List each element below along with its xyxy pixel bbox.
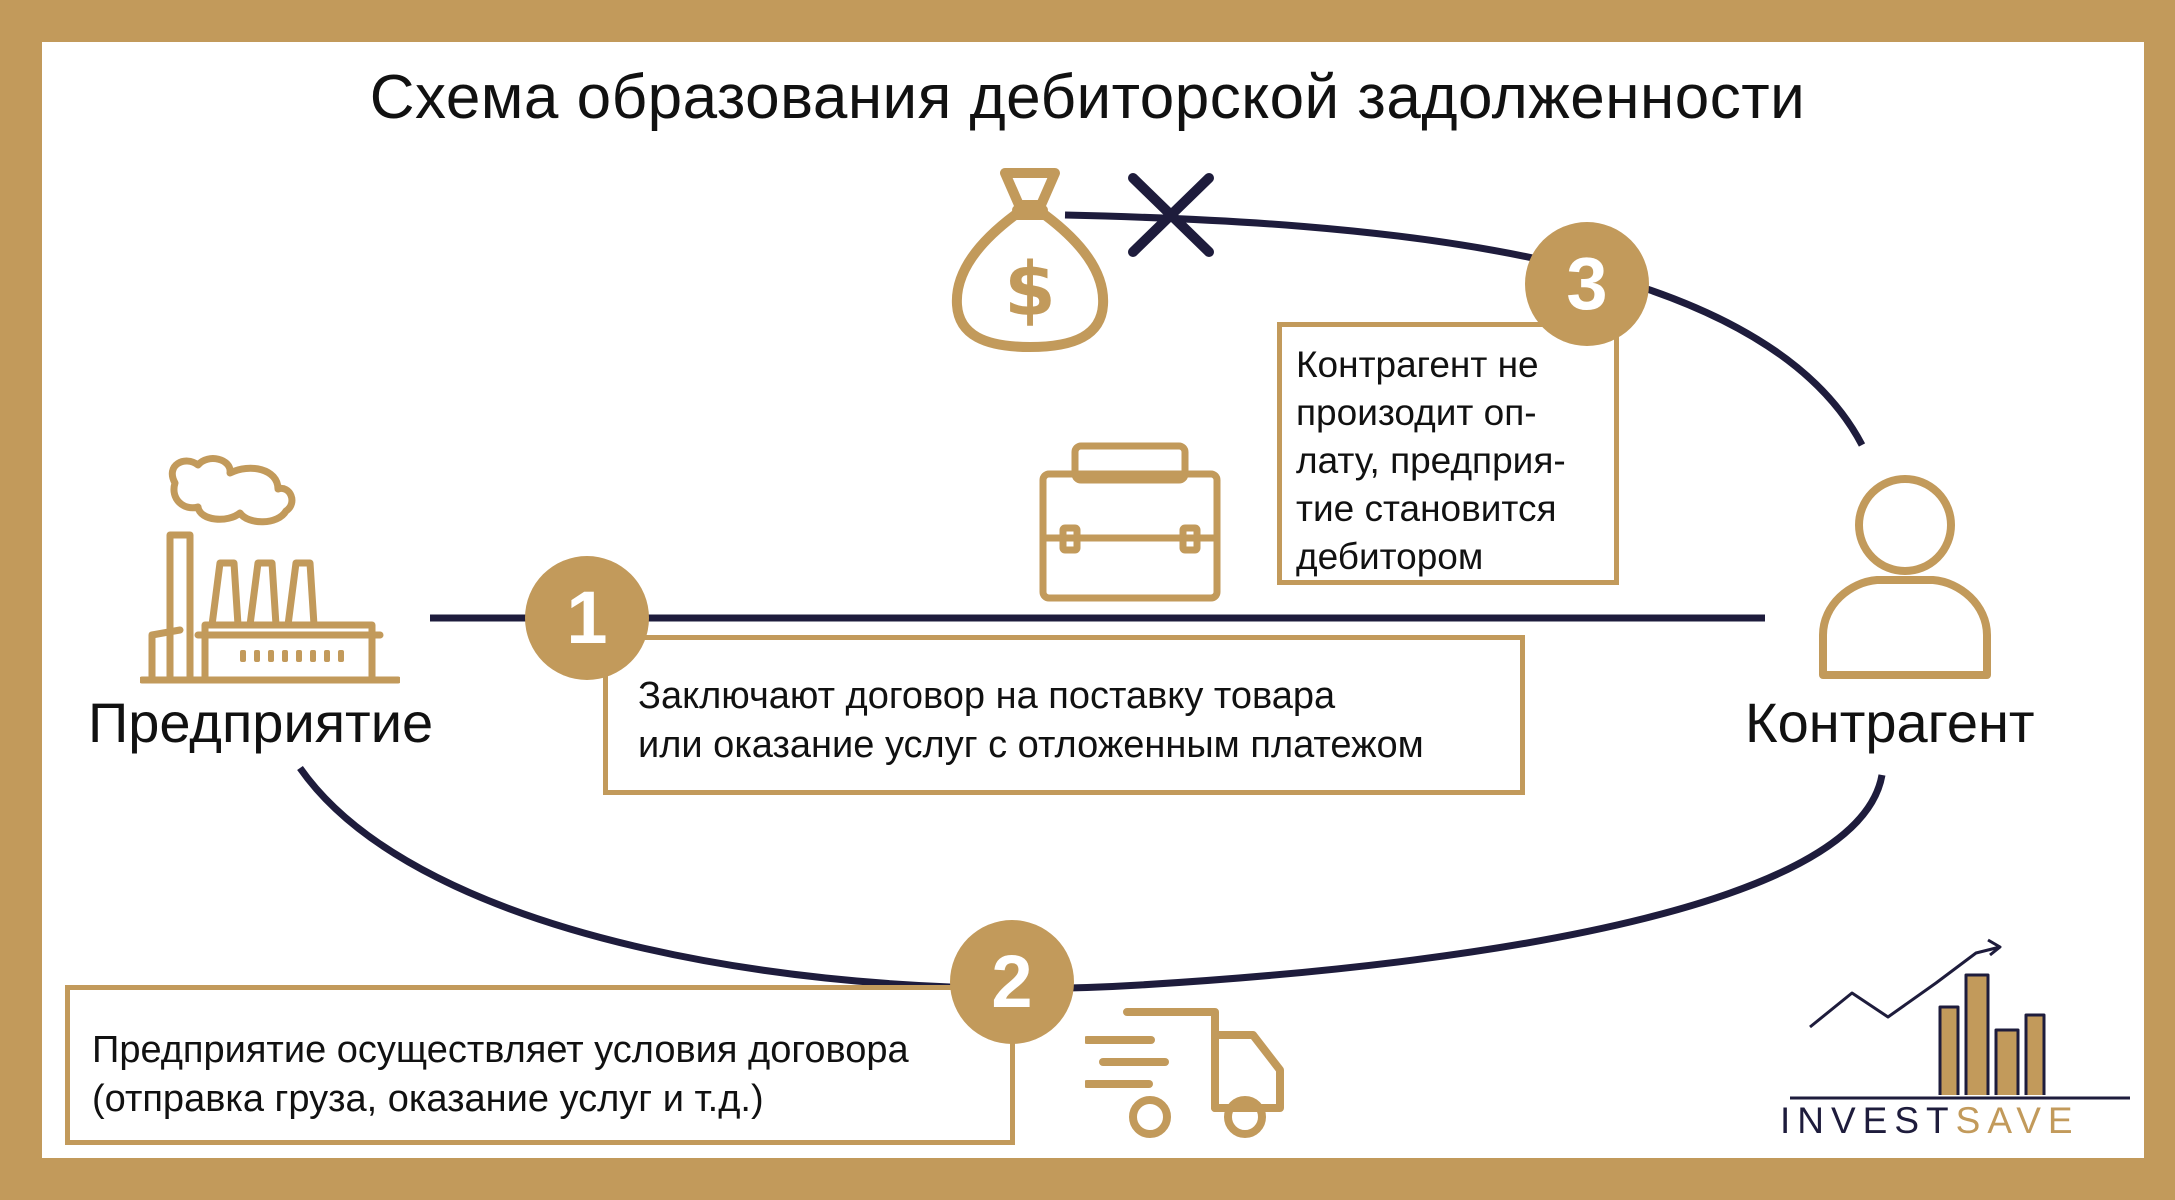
factory-icon [140, 455, 400, 684]
step-2-description: Предприятие осуществляет условия договор… [65, 985, 1015, 1145]
step-1-line-1: Заключают договор на поставку товара [638, 675, 1336, 717]
truck-icon [1085, 1008, 1284, 1138]
step-1-description: Заключают договор на поставку товара или… [603, 635, 1525, 795]
logo-text: INVESTSAVE [1780, 1100, 2080, 1142]
step-3-line-2: произодит оп- [1296, 392, 1537, 434]
step-3-line-5: дебитором [1296, 536, 1484, 578]
step-2-line-1: Предприятие осуществляет условия договор… [92, 1029, 909, 1071]
enterprise-label: Предприятие [88, 691, 434, 754]
step-1-badge: 1 [525, 556, 649, 680]
svg-text:$: $ [1004, 247, 1056, 333]
person-icon [1819, 475, 1991, 679]
investsave-logo-icon [1790, 938, 2130, 1100]
step-3-line-1: Контрагент не [1296, 344, 1539, 385]
briefcase-icon [1039, 442, 1221, 602]
money-bag-icon: $ [951, 168, 1109, 352]
step-2-badge: 2 [950, 920, 1074, 1044]
page-title: Схема образования дебиторской задолженно… [369, 63, 1806, 132]
step-3-line-4: тие становится [1296, 488, 1557, 530]
step-1-line-2: или оказание услуг с отложенным платежом [638, 723, 1424, 766]
step-3-line-3: лату, предприя- [1296, 440, 1566, 482]
logo-text-save: SAVE [1955, 1100, 2080, 1141]
logo-text-invest: INVEST [1780, 1100, 1956, 1141]
cross-icon [1128, 173, 1214, 257]
fulfillment-arc [297, 765, 1886, 992]
step-2-line-2: (отправка груза, оказание услуг и т.д.) [92, 1077, 764, 1120]
counterparty-label: Контрагент [1745, 691, 2035, 754]
step-3-description: Контрагент не произодит оп- лату, предпр… [1277, 322, 1619, 585]
step-3-badge: 3 [1525, 222, 1649, 346]
